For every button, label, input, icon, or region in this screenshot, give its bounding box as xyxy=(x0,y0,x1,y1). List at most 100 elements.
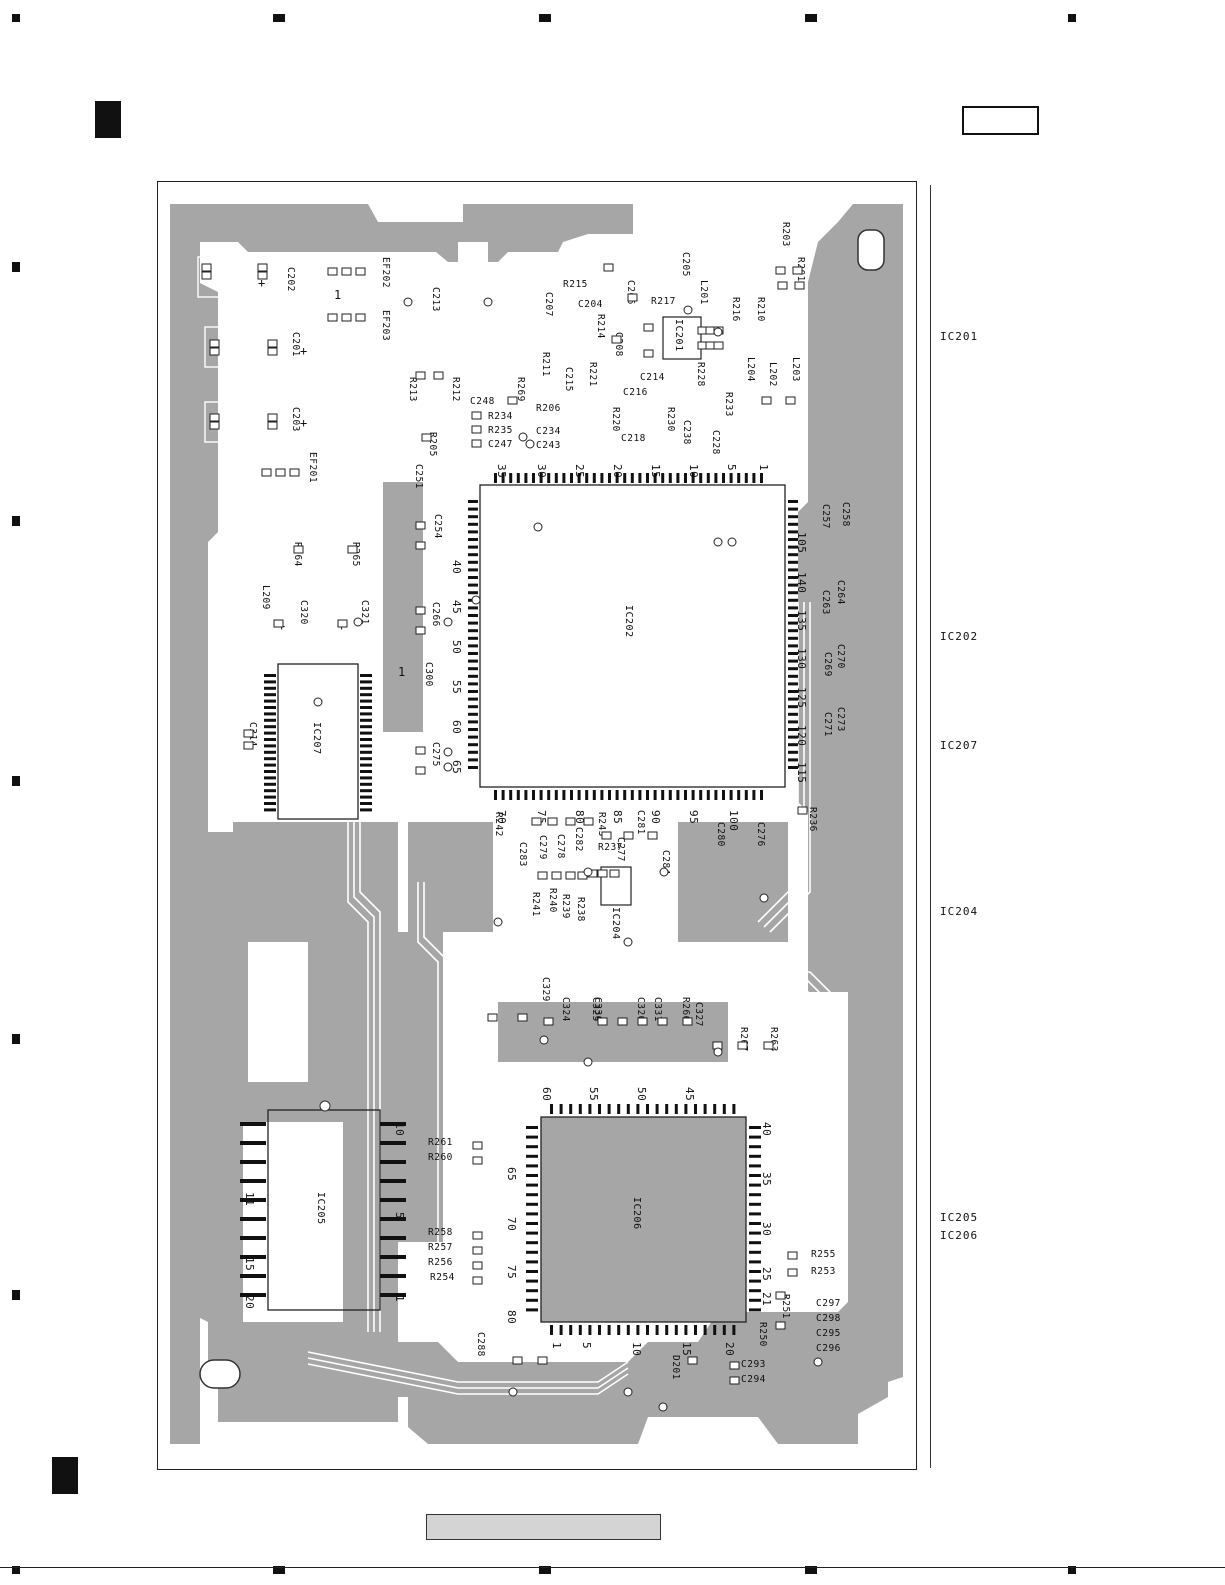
ic-pin xyxy=(749,1164,761,1168)
pin-number: 1 xyxy=(393,1295,406,1302)
ic-pin xyxy=(468,750,478,754)
via xyxy=(471,595,481,605)
ic-pin xyxy=(749,1279,761,1283)
ic-pin xyxy=(494,473,497,483)
ic-pin xyxy=(468,614,478,617)
ic-pin xyxy=(577,790,581,800)
ic-pin xyxy=(788,591,798,595)
ic-pin xyxy=(661,790,665,800)
pin-number: 55 xyxy=(450,680,463,694)
ic-pin xyxy=(749,1135,761,1139)
ic207-pins xyxy=(264,674,372,812)
pin-number: 1 xyxy=(757,464,770,471)
ic-pin xyxy=(788,583,798,587)
component-label: C288 xyxy=(475,1332,486,1357)
component-footprints xyxy=(197,256,823,1412)
ic-pin xyxy=(749,1289,761,1293)
pin-number: 75 xyxy=(505,1265,518,1279)
ic-pin xyxy=(264,763,276,767)
ic-pin xyxy=(788,682,798,686)
registration-mark xyxy=(12,1034,20,1044)
component-label: R265 xyxy=(350,542,361,567)
ic-pin xyxy=(468,652,478,655)
ic-pin xyxy=(468,690,478,693)
ic-pin xyxy=(749,1183,761,1187)
ic-pin xyxy=(676,473,680,483)
ic-pin xyxy=(550,1325,553,1335)
component-label: C243 xyxy=(536,440,561,451)
ic-pin xyxy=(588,1104,592,1114)
ic-pin xyxy=(468,553,478,557)
smd-pad xyxy=(543,1017,554,1026)
ic-pin xyxy=(655,1325,659,1335)
ic-pin xyxy=(713,1325,717,1335)
ic-pin xyxy=(646,1325,649,1335)
ic-pin xyxy=(636,1325,640,1335)
smd-pad xyxy=(729,1361,740,1370)
smd-pad xyxy=(433,371,444,380)
component-label: C214 xyxy=(640,372,665,383)
ic-pin xyxy=(380,1141,406,1145)
smd-pad xyxy=(512,1356,523,1365)
component-label: R206 xyxy=(536,403,561,414)
smd-pad xyxy=(637,1017,648,1026)
ic-pin xyxy=(516,790,520,800)
component-label: R250 xyxy=(757,1322,768,1347)
component-label: C238 xyxy=(681,420,692,445)
registration-mark xyxy=(805,1566,817,1574)
ic-pin xyxy=(788,712,798,716)
ic-pin xyxy=(737,790,741,800)
ic-pin xyxy=(676,790,680,800)
ic-pin xyxy=(380,1255,406,1259)
ic-pin xyxy=(468,576,478,579)
pin-number: 60 xyxy=(450,720,463,734)
smd-pad xyxy=(647,831,658,840)
component-label: C293 xyxy=(741,1359,766,1370)
component-label: C254 xyxy=(432,514,443,539)
component-label: R230 xyxy=(665,407,676,432)
mount-hole xyxy=(199,1359,241,1389)
ic-pin xyxy=(623,790,627,800)
ic-pin xyxy=(703,1104,707,1114)
side-label-ic202: IC202 xyxy=(940,630,979,643)
component-label: R253 xyxy=(811,1266,836,1277)
ic-pin xyxy=(788,568,798,572)
smd-pad xyxy=(787,1268,798,1277)
pin-number: 30 xyxy=(535,464,548,478)
ic-pin xyxy=(788,614,798,617)
ic-pin xyxy=(788,758,798,762)
registration-mark xyxy=(12,14,20,22)
pin-number: 25 xyxy=(573,464,586,478)
ic-pin xyxy=(264,789,276,793)
ic-pin xyxy=(380,1274,406,1278)
ic-label: IC207 xyxy=(311,722,322,755)
smd-pad xyxy=(761,396,772,405)
ic-pin xyxy=(532,790,535,800)
component-label: R228 xyxy=(695,362,706,387)
component-label: C206 xyxy=(625,280,636,305)
smd-pad xyxy=(597,1017,608,1026)
ic-pin xyxy=(468,606,478,610)
component-label: C326 xyxy=(635,997,646,1022)
registration-mark xyxy=(273,14,285,22)
smd-pad xyxy=(337,619,348,628)
smd-pad xyxy=(777,281,788,290)
via xyxy=(483,297,493,307)
ic-pin xyxy=(749,1145,761,1149)
ic-pin xyxy=(749,1154,761,1158)
smd-pad xyxy=(601,831,612,840)
ic-pin xyxy=(468,682,478,686)
component-label: C273 xyxy=(835,707,846,732)
ic-pin xyxy=(630,473,634,483)
ic-pin xyxy=(699,473,703,483)
smd-pad xyxy=(775,266,786,275)
pin-number: 100 xyxy=(727,810,740,831)
ic-pin xyxy=(468,697,478,701)
ic-pin xyxy=(592,790,596,800)
component-label: R258 xyxy=(428,1227,453,1238)
smd-pad xyxy=(293,545,304,554)
ic-pin xyxy=(585,473,589,483)
smd-pad xyxy=(627,293,638,302)
ic-pin xyxy=(749,1241,761,1245)
ic-pin xyxy=(468,720,478,724)
